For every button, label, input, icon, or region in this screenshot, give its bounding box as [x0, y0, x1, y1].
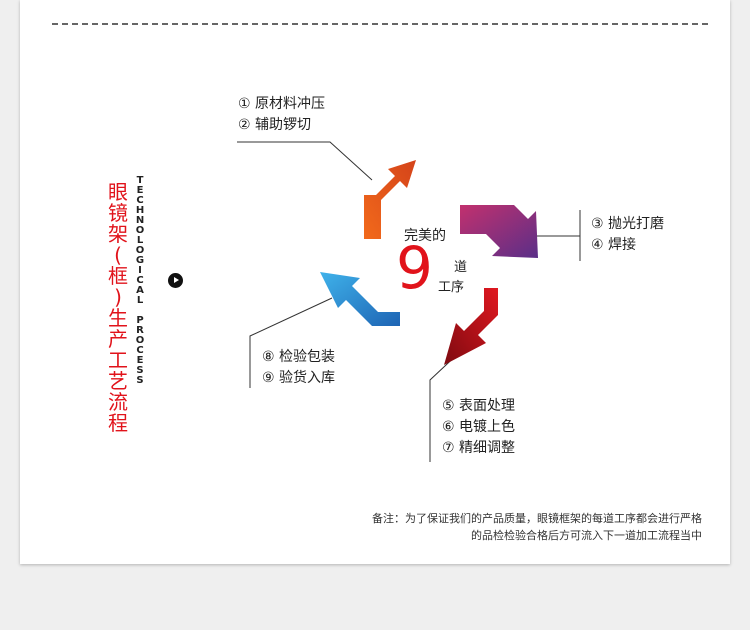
step-group-c: ⑤ 表面处理 ⑥ 电镀上色 ⑦ 精细调整: [442, 396, 515, 459]
subtitle-char: E: [136, 185, 144, 196]
subtitle-char: O: [135, 335, 145, 346]
connector-line-a: [237, 141, 373, 181]
subtitle-char: E: [136, 355, 144, 366]
step-item: ⑦ 精细调整: [442, 440, 516, 456]
vertical-subtitle: T E C H N O L O G I C A L P R O C E S S: [134, 176, 146, 386]
title-char: 艺: [108, 369, 128, 393]
title-char: (: [114, 243, 122, 267]
center-label-right2: 工序: [438, 280, 465, 295]
arrow-blue-icon: [320, 272, 400, 326]
subtitle-char: H: [135, 205, 145, 216]
subtitle-char: S: [136, 375, 144, 386]
subtitle-char: O: [135, 225, 145, 236]
subtitle-char: P: [136, 315, 144, 326]
connector-line-d: [249, 297, 333, 388]
step-group-b: ③ 抛光打磨 ④ 焊接: [591, 214, 664, 256]
play-icon[interactable]: [168, 273, 183, 288]
subtitle-char: T: [136, 175, 144, 186]
subtitle-char: L: [136, 295, 144, 306]
step-item: ⑥ 电镀上色: [442, 419, 516, 435]
title-char: 程: [108, 411, 128, 435]
subtitle-char: N: [135, 215, 145, 226]
step-item: ⑨ 验货入库: [262, 370, 336, 386]
center-number: 9: [396, 234, 433, 302]
step-item: ④ 焊接: [591, 237, 637, 253]
title-char: 镜: [108, 201, 128, 225]
footnote-line-1: 备注：为了保证我们的产品质量，眼镜框架的每道工序都会进行严格: [372, 512, 702, 525]
title-char: 生: [108, 306, 128, 330]
step-group-d: ⑧ 检验包装 ⑨ 验货入库: [262, 347, 335, 389]
subtitle-char: L: [136, 235, 144, 246]
subtitle-char: R: [136, 325, 144, 336]
footnote: 备注：为了保证我们的产品质量，眼镜框架的每道工序都会进行严格 的品检检验合格后方…: [372, 510, 702, 544]
step-item: ② 辅助锣切: [238, 117, 312, 133]
center-label-right1: 道: [454, 260, 468, 275]
subtitle-char: C: [136, 195, 144, 206]
title-char: 框: [108, 264, 128, 288]
step-item: ⑤ 表面处理: [442, 398, 516, 414]
title-char: 架: [108, 222, 128, 246]
subtitle-char: I: [138, 265, 142, 276]
title-char: 眼: [108, 180, 128, 204]
subtitle-char: C: [136, 345, 144, 356]
subtitle-char: C: [136, 275, 144, 286]
title-char: 流: [108, 390, 128, 414]
content-card: [20, 0, 730, 564]
dashed-divider: [52, 23, 708, 25]
subtitle-char: A: [136, 285, 144, 296]
title-char: 产: [108, 327, 128, 351]
step-item: ⑧ 检验包装: [262, 349, 336, 365]
arrow-orange-icon: [364, 160, 416, 239]
title-char: ): [114, 285, 122, 309]
vertical-title: 眼 镜 架 ( 框 ) 生 产 工 艺 流 程: [106, 182, 130, 434]
step-group-a: ① 原材料冲压 ② 辅助锣切: [238, 94, 325, 136]
arrow-purple-icon: [460, 205, 538, 258]
step-item: ③ 抛光打磨: [591, 216, 665, 232]
title-char: 工: [108, 348, 128, 372]
subtitle-char: S: [136, 365, 144, 376]
arrow-red-icon: [444, 288, 498, 365]
subtitle-char: O: [135, 245, 145, 256]
step-item: ① 原材料冲压: [238, 96, 326, 112]
center-label-top: 完美的: [404, 228, 446, 244]
connector-line-b: [533, 235, 581, 261]
footnote-line-2: 的品检检验合格后方可流入下一道加工流程当中: [471, 529, 702, 542]
subtitle-char: G: [135, 255, 145, 266]
